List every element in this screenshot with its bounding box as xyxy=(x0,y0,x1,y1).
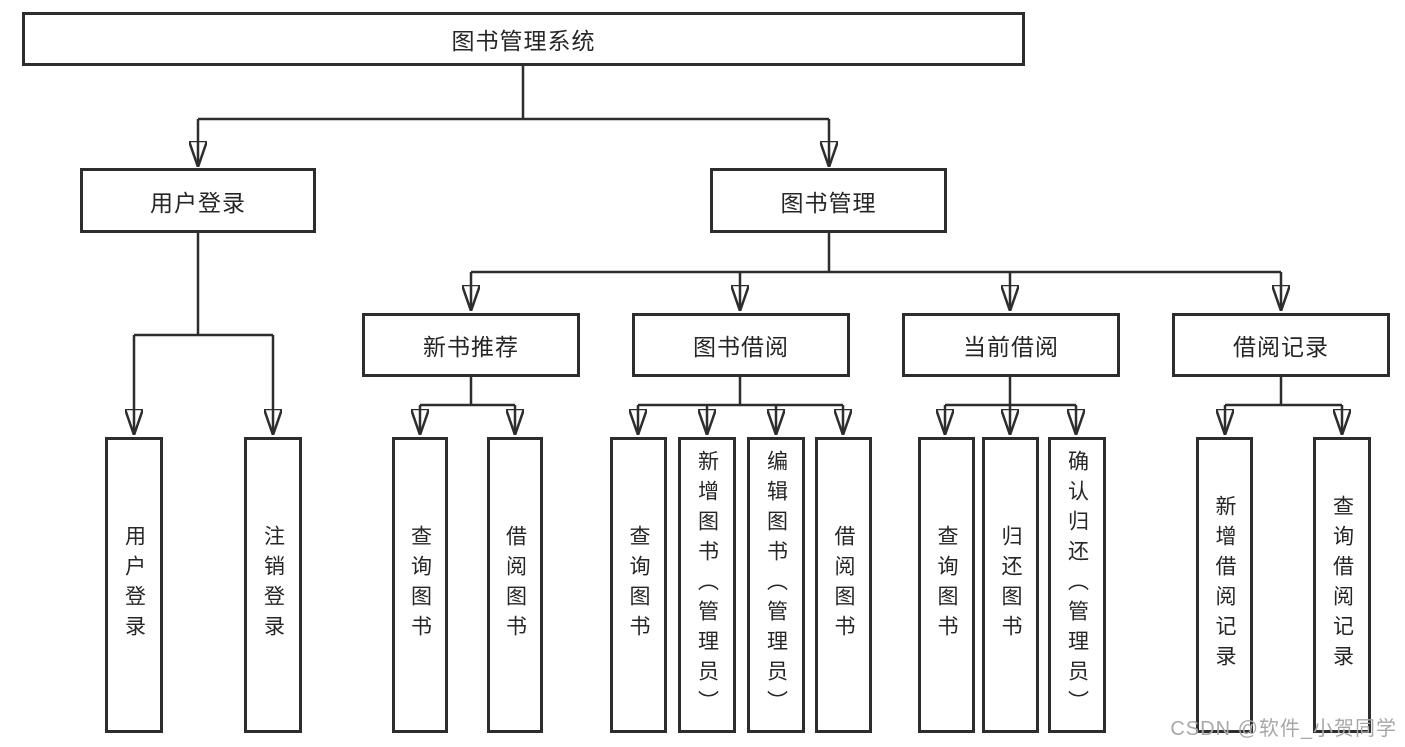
leaf-borrow-books-recommend: 借阅图书 xyxy=(487,437,543,733)
connector-line xyxy=(134,233,273,337)
connector-line xyxy=(198,66,829,121)
connector-borrow-records-to-leaves xyxy=(1225,377,1342,434)
leaf-return-books: 归还图书 xyxy=(982,437,1039,733)
connector-line xyxy=(1225,377,1342,407)
connector-line xyxy=(945,377,1076,407)
node-label: 图书管理 xyxy=(780,189,877,216)
node-label: 图书借阅 xyxy=(693,334,789,360)
node-library-management-system: 图书管理系统 xyxy=(22,12,1025,66)
node-label: 查询图书 xyxy=(935,525,958,645)
csdn-watermark: CSDN @软件_小贺同学 xyxy=(1170,718,1397,740)
node-label: 注销登录 xyxy=(261,525,285,645)
connector-user-login-to-leaves xyxy=(134,233,273,434)
leaf-query-books-recommend: 查询图书 xyxy=(392,437,448,733)
node-user-login: 用户登录 xyxy=(80,168,316,233)
leaf-query-books-current: 查询图书 xyxy=(918,437,975,733)
node-label: 新增借阅记录 xyxy=(1213,495,1236,675)
node-label: 查询借阅记录 xyxy=(1330,495,1354,675)
node-new-book-recommendation: 新书推荐 xyxy=(362,313,580,377)
leaf-logout: 注销登录 xyxy=(244,437,302,733)
node-label: 用户登录 xyxy=(150,189,246,216)
node-label: 编辑图书（管理员） xyxy=(764,450,788,720)
node-label: 借阅图书 xyxy=(832,525,855,645)
connector-book-borrow-to-leaves xyxy=(638,377,843,434)
leaf-add-books-admin: 新增图书（管理员） xyxy=(678,437,736,733)
connector-root-to-level2 xyxy=(198,66,829,166)
node-label: 查询图书 xyxy=(627,525,650,645)
node-book-borrowing: 图书借阅 xyxy=(632,313,850,377)
leaf-query-borrow-record: 查询借阅记录 xyxy=(1313,437,1371,733)
node-label: 当前借阅 xyxy=(963,334,1059,360)
node-label: 归还图书 xyxy=(999,525,1022,645)
connector-line xyxy=(420,377,515,407)
node-label: 借阅记录 xyxy=(1233,334,1329,360)
node-label: 用户登录 xyxy=(122,525,146,645)
leaf-query-books-borrowing: 查询图书 xyxy=(610,437,667,733)
node-book-management: 图书管理 xyxy=(710,168,947,233)
leaf-add-borrow-record: 新增借阅记录 xyxy=(1196,437,1253,733)
node-label: 确认归还（管理员） xyxy=(1065,450,1089,720)
node-label: 图书管理系统 xyxy=(451,28,596,54)
node-borrowing-records: 借阅记录 xyxy=(1172,313,1390,377)
node-label: 新增图书（管理员） xyxy=(695,450,719,720)
node-current-borrowing: 当前借阅 xyxy=(902,313,1120,377)
leaf-user-login: 用户登录 xyxy=(105,437,163,733)
node-label: 借阅图书 xyxy=(503,525,527,645)
connector-line xyxy=(471,233,1281,274)
leaf-borrow-books: 借阅图书 xyxy=(815,437,872,733)
connector-line xyxy=(638,377,843,407)
node-label: 新书推荐 xyxy=(423,334,519,360)
node-label: 查询图书 xyxy=(408,525,432,645)
connector-new-book-to-leaves xyxy=(420,377,515,434)
connector-current-borrow-to-leaves xyxy=(945,377,1076,434)
connector-book-management-to-level3 xyxy=(471,233,1281,310)
leaf-confirm-return-admin: 确认归还（管理员） xyxy=(1048,437,1106,733)
leaf-edit-books-admin: 编辑图书（管理员） xyxy=(747,437,805,733)
